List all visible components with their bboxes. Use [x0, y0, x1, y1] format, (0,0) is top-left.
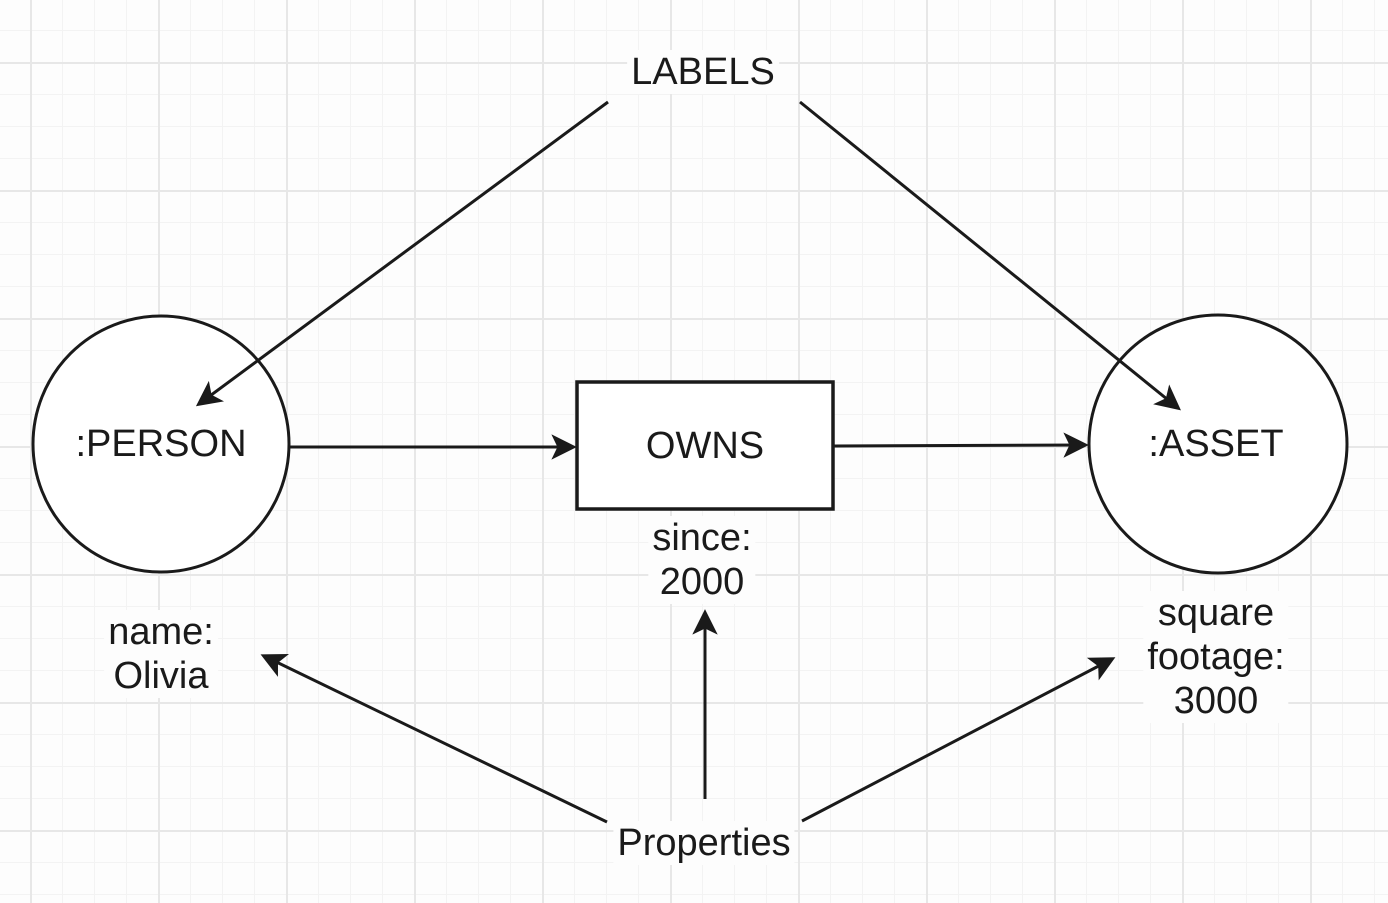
- asset-node-label: :ASSET: [1148, 423, 1284, 465]
- properties-to-squarefootage-arrow: [801, 657, 1116, 823]
- owns-to-asset-arrow: [833, 432, 1089, 458]
- property-line: 3000: [1173, 680, 1259, 722]
- relationship-property-text: since: 2000: [648, 516, 756, 604]
- property-line: footage:: [1147, 636, 1285, 678]
- properties-title: Properties: [613, 821, 795, 865]
- property-line: since:: [652, 517, 752, 559]
- labels-title: LABELS: [627, 50, 779, 94]
- property-line: name:: [108, 611, 214, 653]
- person-node-circle: [31, 314, 291, 574]
- labels-to-person-arrow: [195, 100, 609, 407]
- person-node-label: :PERSON: [75, 423, 247, 465]
- person-property-text: name: Olivia: [104, 610, 218, 698]
- asset-node-circle: [1087, 313, 1349, 575]
- property-line: square: [1157, 592, 1275, 634]
- property-line: Olivia: [113, 655, 209, 697]
- property-line: 2000: [659, 561, 745, 603]
- asset-property-text: square footage: 3000: [1143, 591, 1289, 723]
- properties-to-name-arrow: [260, 653, 608, 824]
- labels-to-asset-arrow: [799, 100, 1181, 411]
- owns-relationship-box: [575, 380, 835, 511]
- owns-relationship-label: OWNS: [645, 425, 765, 467]
